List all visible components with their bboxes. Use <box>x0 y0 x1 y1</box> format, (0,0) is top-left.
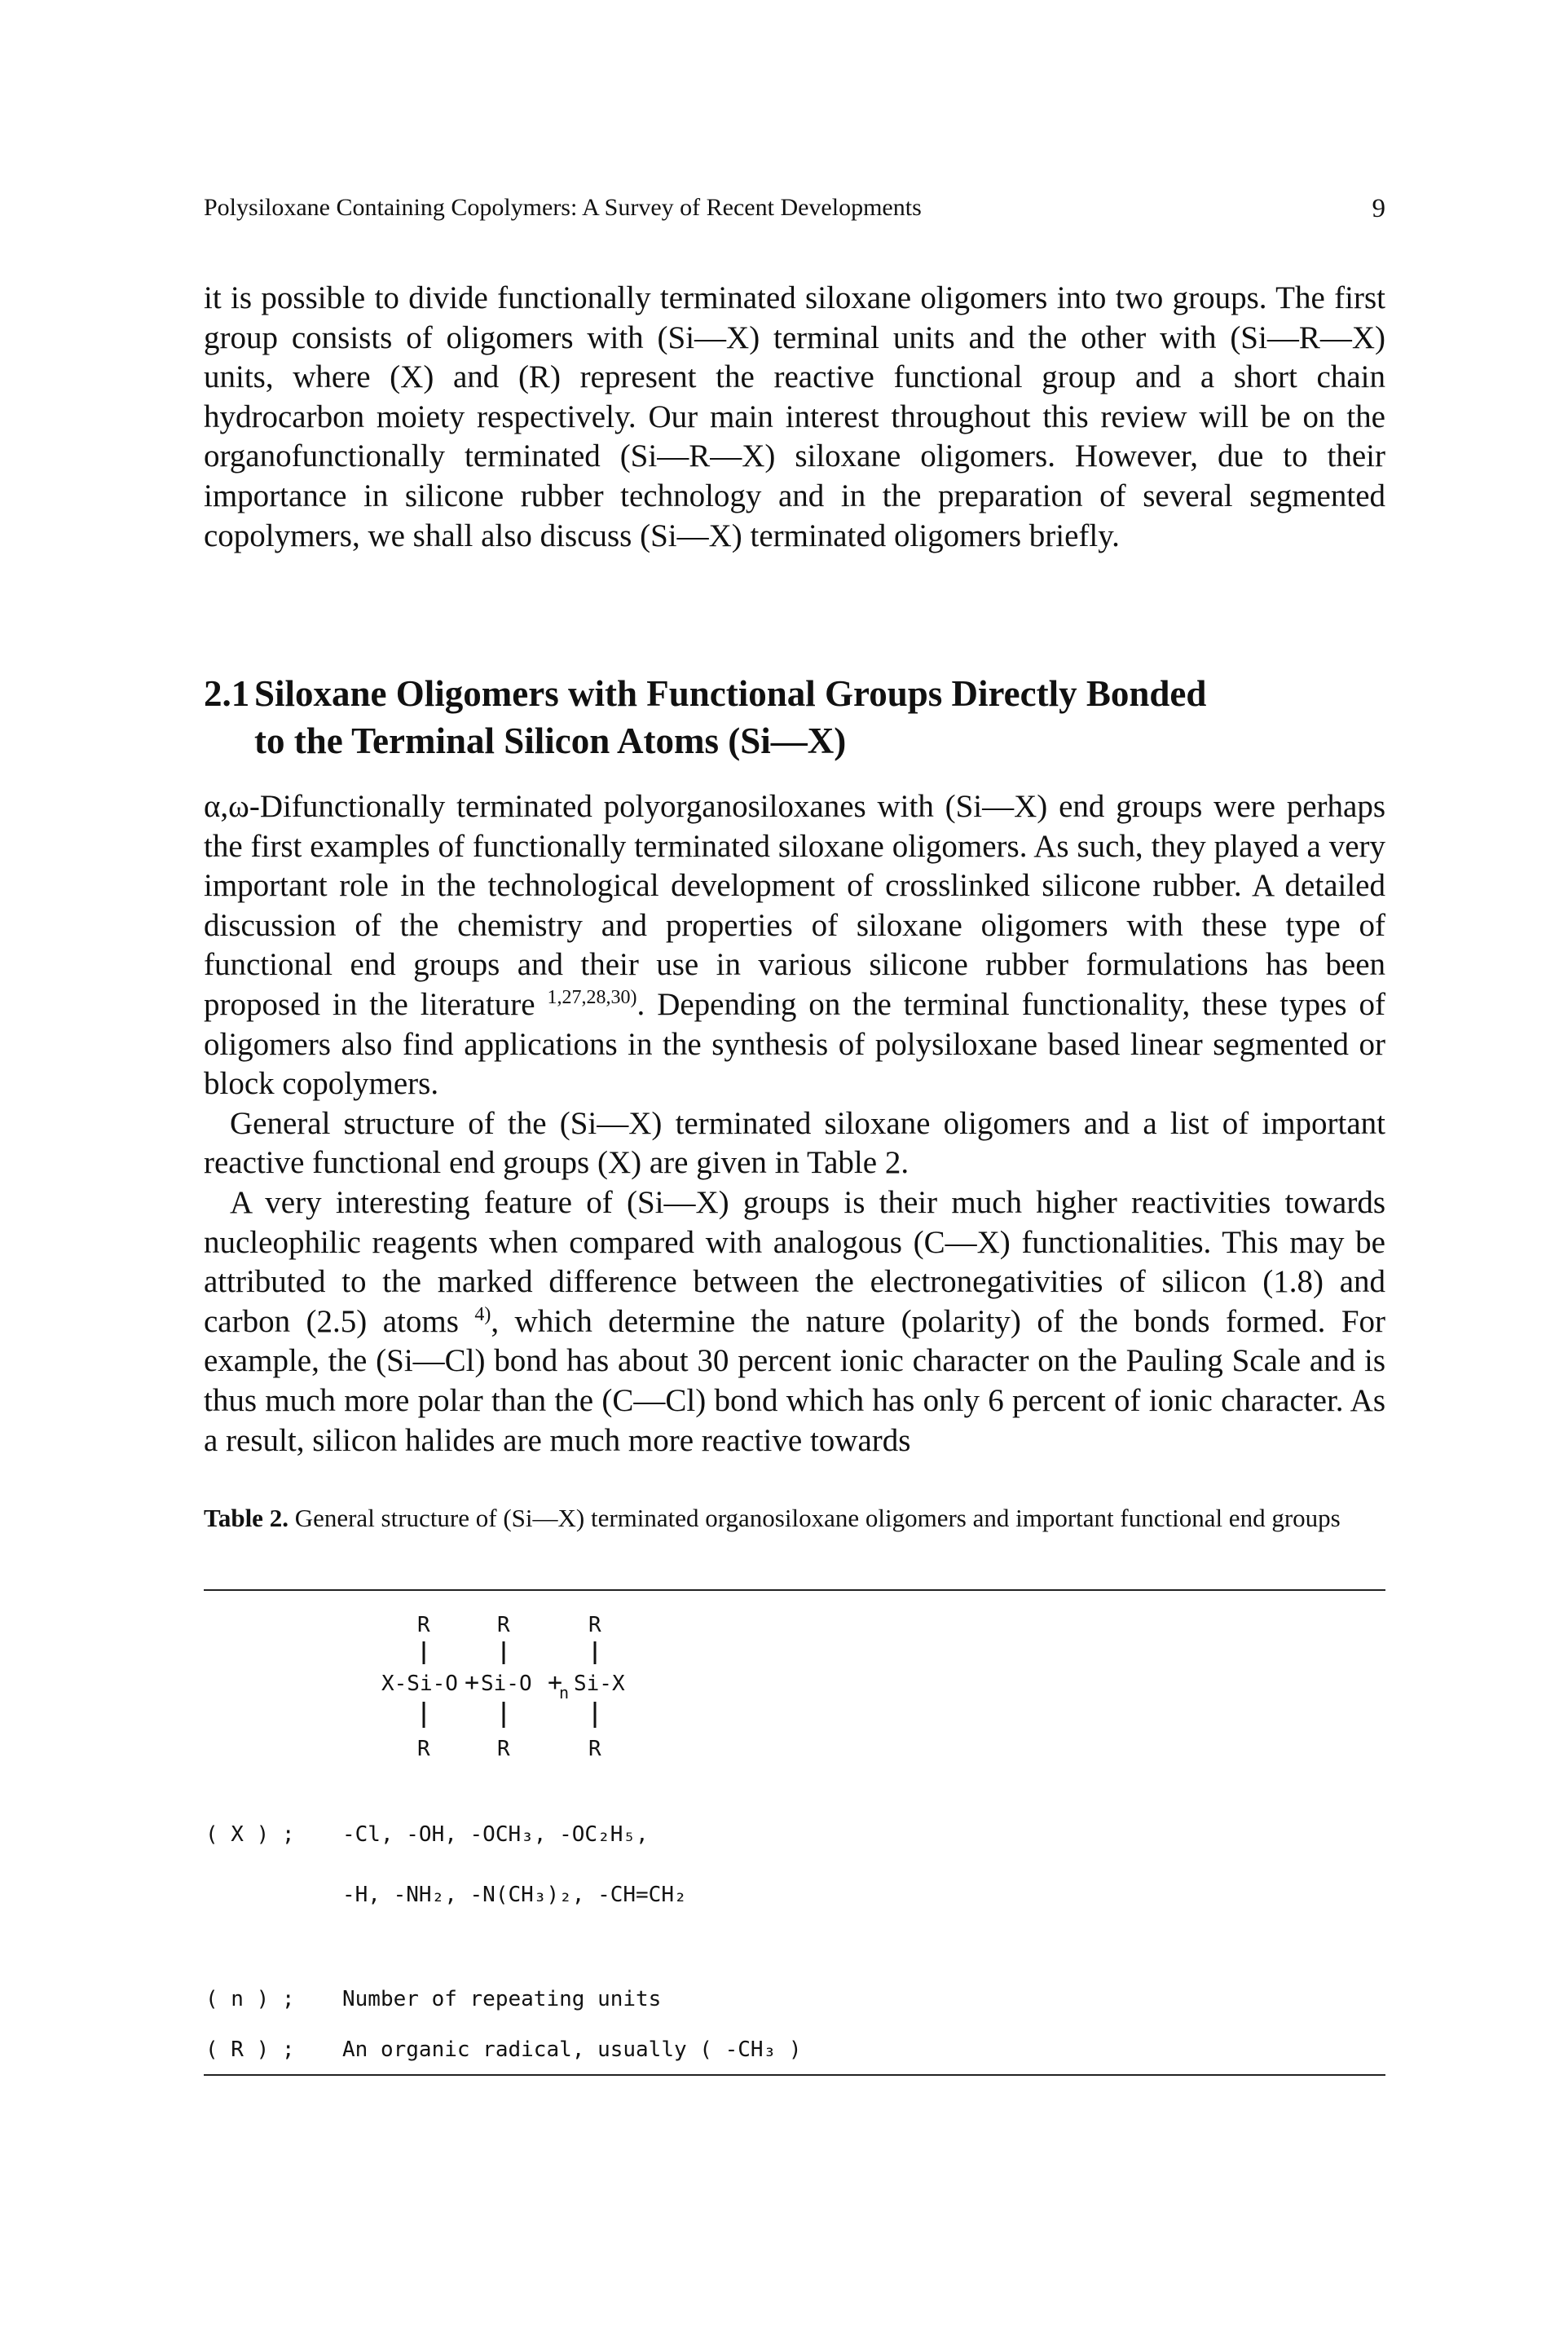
r-definition: An organic radical, usually ( -CH₃ ) <box>342 2037 802 2062</box>
formula-bracket-left: + <box>465 1668 479 1697</box>
section-title-line-1: Siloxane Oligomers with Functional Group… <box>254 673 1207 714</box>
n-definition: Number of repeating units <box>342 1987 662 2011</box>
table-top-rule <box>204 1589 1385 1591</box>
table-bottom-rule <box>204 2074 1385 2076</box>
formula-bottom-r-2: R <box>497 1737 510 1761</box>
paragraph-text: , which determine the nature (polarity) … <box>204 1303 1385 1458</box>
citation-reference: 4) <box>474 1303 491 1325</box>
formula-bottom-r-3: R <box>588 1737 601 1761</box>
page-number: 9 <box>1372 194 1386 223</box>
formula-chain-mid: Si-O <box>481 1672 532 1696</box>
formula-bottom-r-1: R <box>417 1737 430 1761</box>
intro-paragraph: it is possible to divide functionally te… <box>204 280 1385 553</box>
structural-formula: R R R X-Si-O + Si-O + n Si-X R R R <box>381 1613 625 1761</box>
table-symbol-x: ( X ) ; <box>205 1822 295 1847</box>
formula-chain-left: X-Si-O <box>381 1672 458 1696</box>
table-label: Table 2. <box>204 1504 288 1532</box>
paragraph-text: α,ω-Difunctionally terminated polyorgano… <box>204 789 1385 1022</box>
end-groups-line-2: -H, -NH₂, -N(CH₃)₂, -CH=CH₂ <box>342 1883 687 1907</box>
citation-reference: 1,27,28,30) <box>547 986 637 1008</box>
section-paragraph-2: General structure of the (Si—X) terminat… <box>204 1105 1385 1181</box>
formula-chain-right: Si-X <box>574 1672 625 1696</box>
paragraph-text: . Depending on the terminal functionalit… <box>204 986 1385 1102</box>
section-paragraph-3: A very interesting feature of (Si—X) gro… <box>204 1183 1385 1460</box>
running-head-title: Polysiloxane Containing Copolymers: A Su… <box>204 194 922 221</box>
section-title-line-2: to the Terminal Silicon Atoms (Si—X) <box>254 720 847 761</box>
table-symbol-r: ( R ) ; <box>205 2037 295 2062</box>
section-body: α,ω-Difunctionally terminated polyorgano… <box>204 787 1385 1460</box>
section-paragraph-1: α,ω-Difunctionally terminated polyorgano… <box>204 787 1385 1104</box>
section-number: 2.1 <box>204 673 250 714</box>
formula-bracket-right: + <box>548 1668 562 1697</box>
table-caption-text: General structure of (Si—X) terminated o… <box>294 1504 1341 1532</box>
formula-top-r-1: R <box>417 1613 430 1637</box>
end-groups-line-1: -Cl, -OH, -OCH₃, -OC₂H₅, <box>342 1822 649 1847</box>
formula-subscript-n: n <box>559 1683 569 1703</box>
formula-top-r-2: R <box>497 1613 510 1637</box>
table-symbol-n: ( n ) ; <box>205 1987 295 2011</box>
paragraph-text: A very interesting feature of (Si—X) gro… <box>204 1184 1385 1339</box>
table-caption: Table 2. General structure of (Si—X) ter… <box>204 1502 1385 1534</box>
formula-top-r-3: R <box>588 1613 601 1637</box>
intro-paragraph-block: it is possible to divide functionally te… <box>204 279 1385 556</box>
